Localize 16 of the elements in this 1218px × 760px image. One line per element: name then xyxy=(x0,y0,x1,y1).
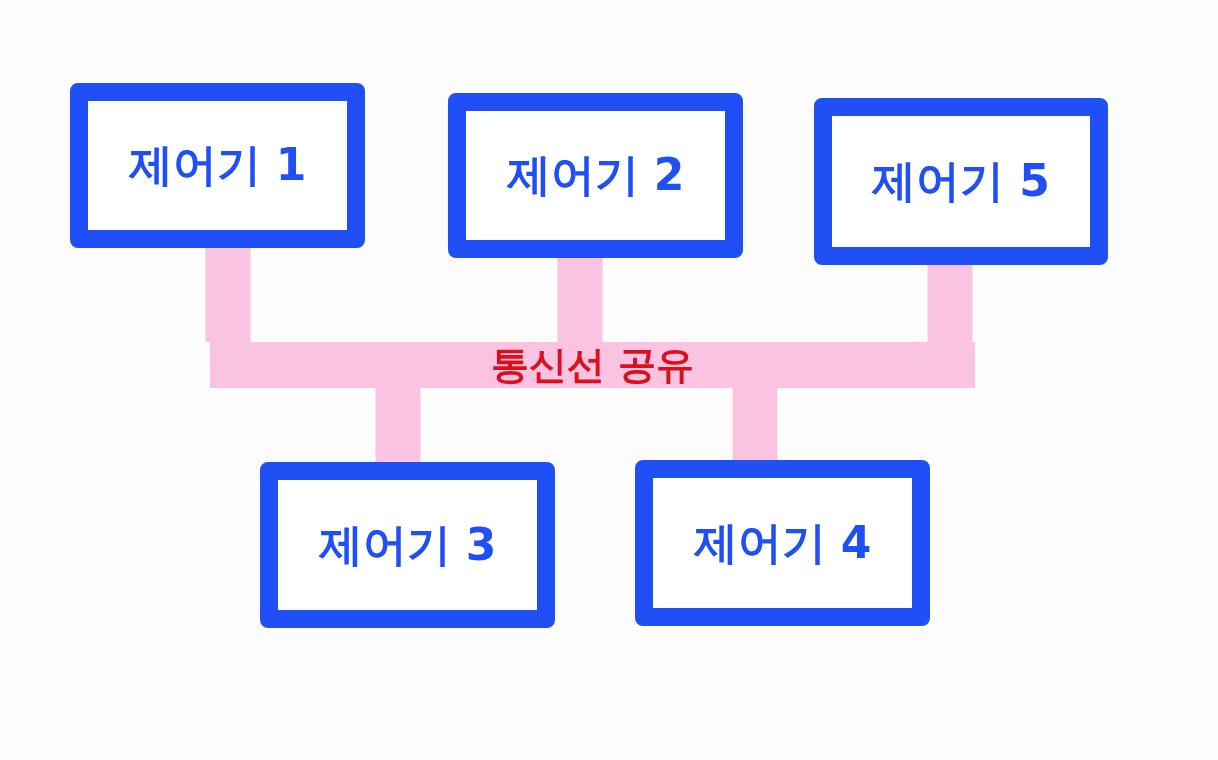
controller-box xyxy=(814,98,1108,265)
shared-bus-bar xyxy=(210,342,975,388)
controller-label: 제어기 3 xyxy=(318,517,497,572)
controller-label: 제어기 4 xyxy=(693,515,872,570)
controller-label: 제어기 1 xyxy=(128,138,307,192)
bus-connector xyxy=(732,388,778,460)
bus-connector xyxy=(205,248,251,342)
controller-box xyxy=(70,83,365,248)
controller-box xyxy=(260,462,555,628)
controller-box xyxy=(448,93,743,258)
controller-box xyxy=(635,460,930,626)
bus-label: 통신선 공유 xyxy=(490,342,695,388)
bus-connector xyxy=(927,265,973,342)
controller-label: 제어기 5 xyxy=(872,154,1050,208)
controller-label: 제어기 2 xyxy=(506,148,685,202)
bus-connector xyxy=(375,388,421,462)
